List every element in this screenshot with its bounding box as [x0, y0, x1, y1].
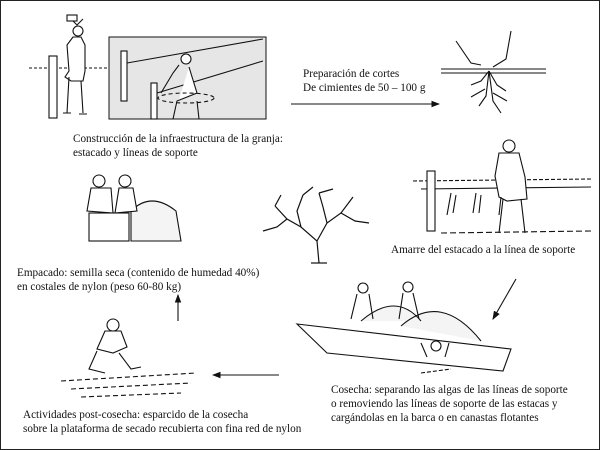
arrow-amarre-to-cosecha	[492, 278, 517, 320]
step-label-preparacion: Preparación de cortes De cimientes de 50…	[303, 68, 426, 94]
wading-man-stakes-panel	[108, 36, 267, 120]
step-label-construccion: Construcción de la infraestructura de la…	[73, 133, 283, 159]
step-label-post-cosecha: Actividades post-cosecha: esparcido de l…	[23, 409, 302, 435]
hands-tying-cuttings-illustration	[441, 30, 546, 114]
man-spreading-seaweed-illustration	[60, 318, 197, 398]
man-hammering-stake-illustration	[29, 14, 109, 119]
men-harvesting-boat-illustration	[295, 281, 512, 374]
seaweed-specimen-illustration	[262, 186, 370, 264]
man-tying-seaweed-line-illustration	[412, 139, 592, 234]
step-label-cosecha: Cosecha: separando las algas de las líne…	[331, 384, 568, 424]
step-label-empacado: Empacado: semilla seca (contenido de hum…	[17, 267, 260, 293]
step-label-amarre: Amarre del estacado a la línea de soport…	[391, 244, 576, 256]
flow-arrows	[174, 100, 517, 379]
men-packing-sacks-illustration	[86, 174, 182, 242]
